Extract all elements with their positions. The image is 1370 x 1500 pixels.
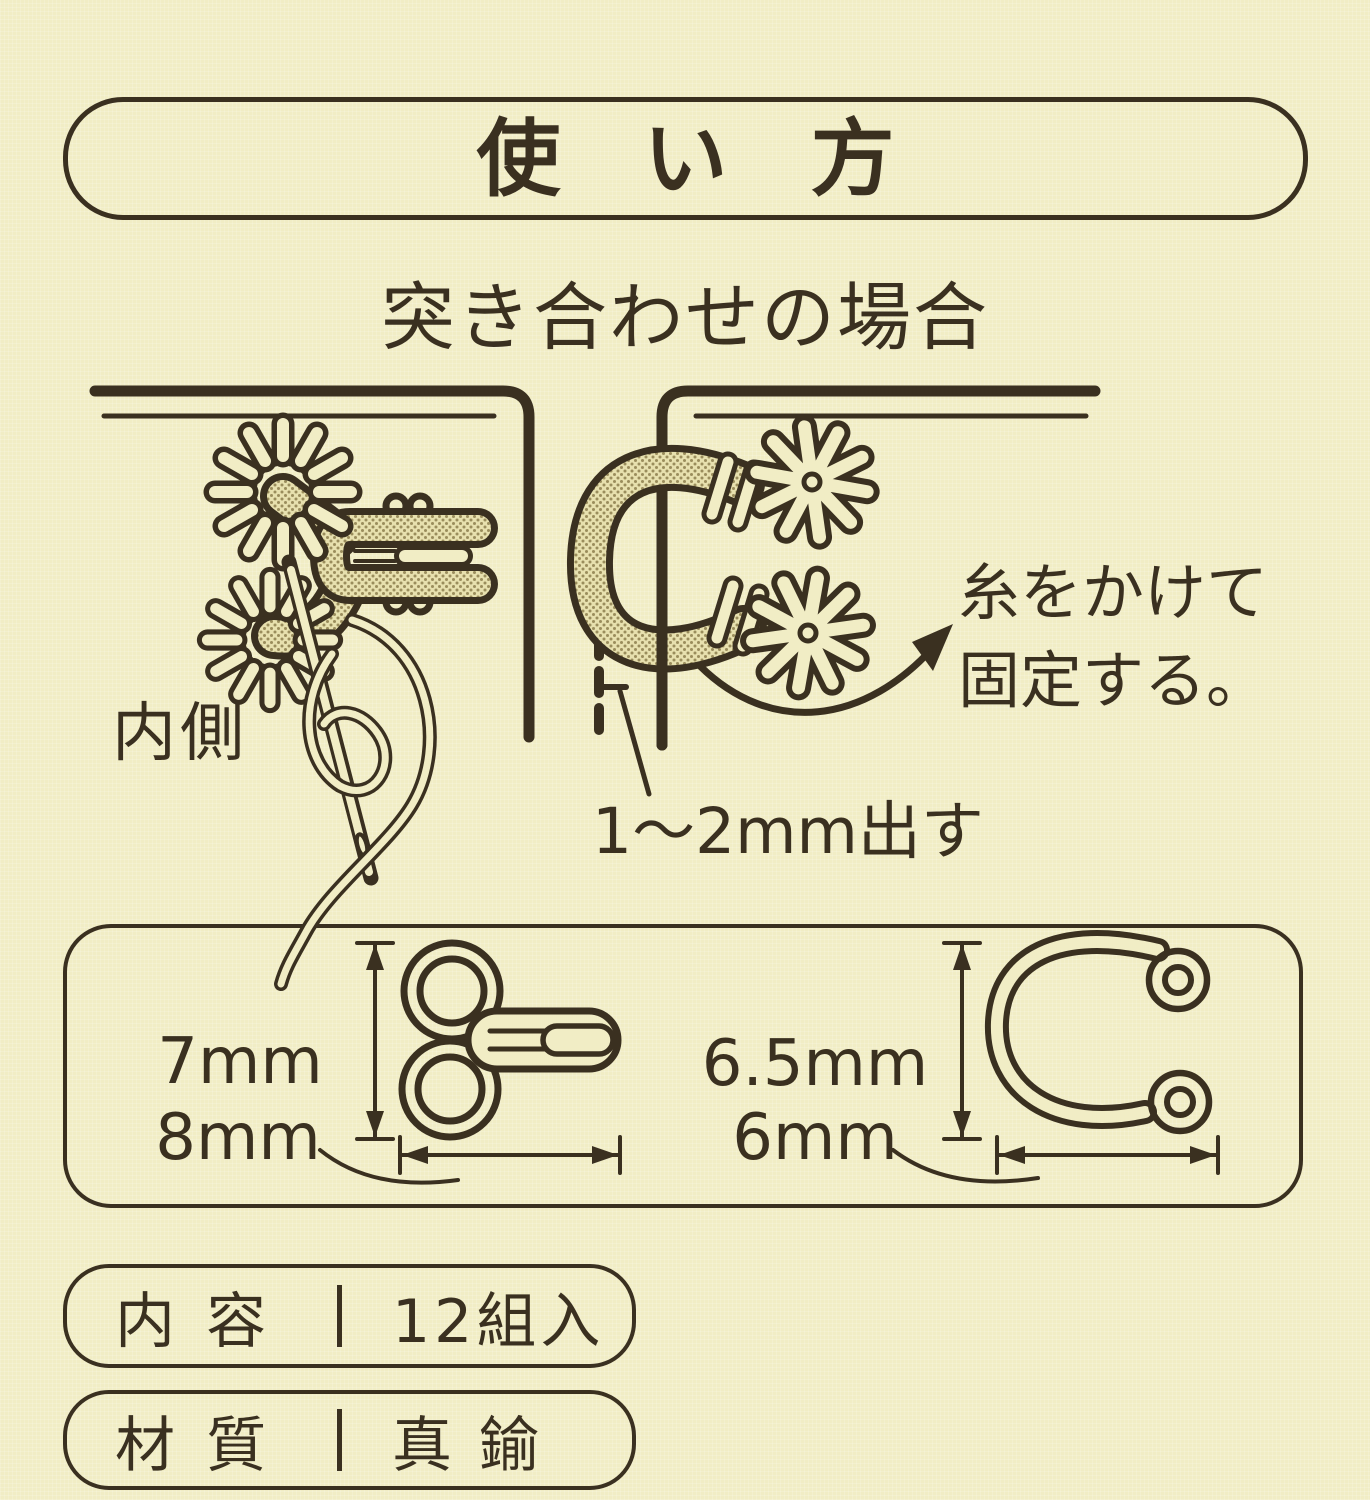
fabric-edge-right <box>656 385 1101 751</box>
case-subtitle: 突き合わせの場合 <box>381 275 989 361</box>
contents-divider <box>337 1285 342 1347</box>
hook-width-dimension-arrow <box>318 1135 622 1185</box>
contents-label: 内 容 <box>115 1286 273 1357</box>
eye-height-label: 6.5mm <box>701 1027 929 1101</box>
hook-height-label: 7mm <box>157 1025 323 1099</box>
eye-width-label: 6mm <box>732 1101 898 1175</box>
hook-size-figure <box>398 939 622 1141</box>
material-divider <box>337 1409 342 1471</box>
hook-height-dimension-arrow <box>355 941 395 1141</box>
contents-value: 12組入 <box>392 1286 605 1357</box>
hook-width-label: 8mm <box>155 1101 321 1175</box>
protrude-note: 1〜2mm出す <box>592 795 984 868</box>
fabric-edge-left <box>89 385 535 743</box>
inside-label: 内側 <box>112 697 248 771</box>
thread-arrow-icon <box>696 624 953 716</box>
material-label: 材 質 <box>115 1410 273 1481</box>
thread-note-line1: 糸をかけて <box>958 556 1269 629</box>
usage-title: 使 い 方 <box>476 109 922 208</box>
contents-box: 内 容 12組入 <box>63 1264 636 1368</box>
hook-sewing-figure <box>207 424 498 991</box>
thread-note-line2: 固定する。 <box>958 644 1269 717</box>
eye-height-dimension-arrow <box>942 941 982 1141</box>
material-value: 真 鍮 <box>392 1410 544 1481</box>
eye-fixing-figure <box>566 420 953 797</box>
size-spec-box <box>63 924 1303 1208</box>
thread-icon <box>274 613 437 991</box>
material-box: 材 質 真 鍮 <box>63 1390 636 1490</box>
eye-width-dimension-arrow <box>891 1135 1220 1184</box>
eye-size-figure <box>984 930 1213 1135</box>
usage-title-box: 使 い 方 <box>63 97 1308 220</box>
